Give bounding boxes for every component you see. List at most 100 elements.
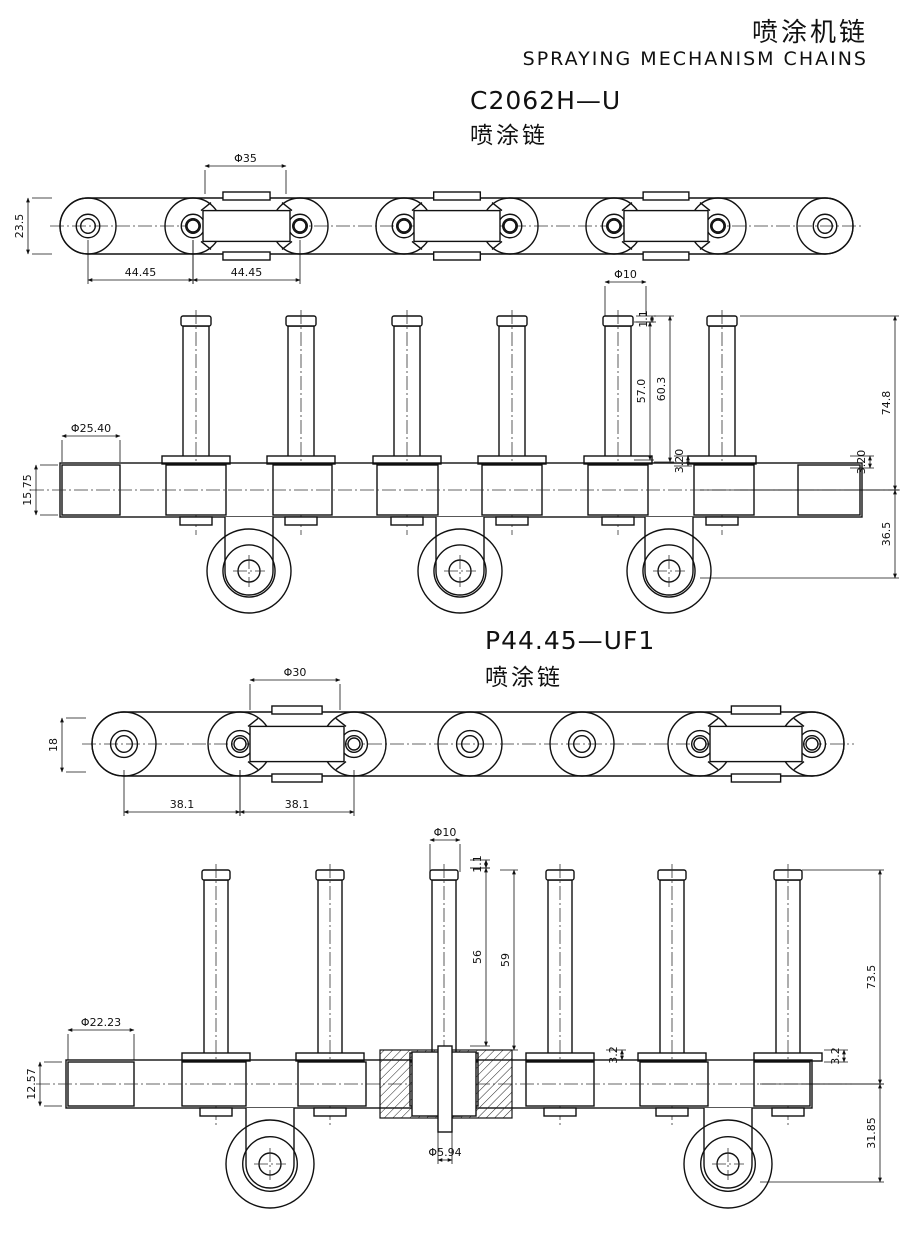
- pin-end: [690, 734, 710, 754]
- pin-end: [710, 218, 726, 234]
- pin-shaft: [708, 325, 736, 458]
- pin-end: [344, 734, 364, 754]
- model-2-code: P44.45—UF1: [485, 626, 656, 655]
- section-pin: [437, 1045, 453, 1133]
- m2-roller-dia-label: Φ30: [284, 666, 307, 679]
- m2-pin-len-a-label: 56: [471, 950, 484, 964]
- m1-bottom-depth-label: 36.5: [880, 522, 893, 547]
- m2-offset-a-label: 3.2: [607, 1046, 620, 1064]
- m1-offset-b-label: 3.20: [855, 450, 868, 475]
- roller-chamfer: [707, 717, 805, 771]
- roller-body: [413, 209, 501, 243]
- model-1-side-view: [30, 310, 900, 614]
- m1-pin-dia-label: Φ10: [614, 268, 637, 281]
- m2-link-width-label: 12.57: [25, 1068, 38, 1100]
- m2-pin-len-b-label: 59: [499, 953, 512, 967]
- pin-hole: [812, 213, 838, 239]
- wheel: [626, 528, 712, 614]
- cotter-pin: [186, 219, 200, 233]
- m2-bush-dia-label: Φ22.23: [81, 1016, 121, 1029]
- bottom-clip: [495, 516, 529, 526]
- m1-offset-a-label: 3.20: [673, 449, 686, 474]
- m1-pin-len-b-label: 60.3: [655, 377, 668, 402]
- m1-bush-dia-label: Φ25.40: [71, 422, 111, 435]
- bottom-clip: [601, 516, 635, 526]
- pin-end: [502, 218, 518, 234]
- m1-pin-len-a-label: 57.0: [635, 379, 648, 404]
- roller-flange-bottom: [730, 773, 782, 783]
- roller-flange-bottom: [432, 251, 482, 261]
- model-1-name: 喷涂链: [470, 123, 548, 149]
- m2-small-dia-label: Φ5.94: [428, 1146, 461, 1159]
- m2-plate-height-label: 18: [47, 738, 60, 752]
- roller-flange-bottom: [222, 251, 271, 261]
- roller-flange-top: [432, 191, 482, 201]
- bottom-clip: [543, 1107, 577, 1117]
- model-1-code: C2062H—U: [470, 86, 622, 115]
- pin-end: [396, 218, 412, 234]
- wheel: [225, 1119, 315, 1209]
- pin-end: [80, 218, 96, 234]
- pin-hole: [75, 213, 101, 239]
- wheel-hub-ring: [642, 544, 696, 598]
- cotter-pin: [233, 737, 247, 751]
- link-lobe: [91, 711, 157, 777]
- pin-end: [817, 218, 833, 234]
- pin-end: [802, 734, 822, 754]
- cotter-pin: [711, 219, 725, 233]
- pin-end: [185, 218, 201, 234]
- roller-flange-top: [642, 191, 690, 201]
- model-2-top-view: [82, 705, 854, 783]
- pin-hole: [455, 729, 485, 759]
- wheel-bracket: [245, 1108, 295, 1189]
- bottom-clip: [771, 1107, 805, 1117]
- m1-total-height-label: 74.8: [880, 391, 893, 416]
- model-2-side-view: [36, 864, 852, 1209]
- page-title-cn: 喷涂机链: [751, 18, 868, 48]
- m2-pin-dia-label: Φ10: [434, 826, 457, 839]
- wheel-hub-ring: [433, 544, 487, 598]
- pin-end: [114, 734, 134, 754]
- pin-end: [606, 218, 622, 234]
- m1-pitch-b-label: 44.45: [231, 266, 263, 279]
- bottom-clip: [390, 516, 424, 526]
- pin-hole: [567, 729, 597, 759]
- pin-end: [572, 734, 592, 754]
- bottom-clip: [705, 516, 739, 526]
- link-lobe: [796, 197, 854, 255]
- model-2-name: 喷涂链: [485, 665, 563, 691]
- roller-chamfer: [200, 202, 293, 250]
- cotter-pin: [503, 219, 517, 233]
- m2-pitch-a-label: 38.1: [170, 798, 195, 811]
- page-title-en: SPRAYING MECHANISM CHAINS: [522, 48, 868, 70]
- m2-total-height-label: 73.5: [865, 965, 878, 990]
- wheel-hub-ring: [700, 1136, 756, 1192]
- cotter-pin: [607, 219, 621, 233]
- roller-flange-top: [271, 705, 323, 715]
- roller-chamfer: [621, 202, 711, 250]
- m1-link-width-label: 15.75: [21, 474, 34, 506]
- bottom-clip: [313, 1107, 347, 1117]
- cotter-pin: [693, 737, 707, 751]
- cotter-pin: [293, 219, 307, 233]
- cotter-pin: [397, 219, 411, 233]
- cotter-pin: [805, 737, 819, 751]
- m1-pitch-a-label: 44.45: [125, 266, 157, 279]
- roller-chamfer: [247, 717, 347, 771]
- m2-pitch-b-label: 38.1: [285, 798, 310, 811]
- roller-body: [709, 725, 803, 763]
- roller-flange-bottom: [642, 251, 690, 261]
- m1-pin-tip-label: 1.1: [637, 310, 650, 328]
- pin-shaft: [182, 325, 210, 458]
- roller-flange-bottom: [271, 773, 323, 783]
- bottom-clip: [284, 516, 318, 526]
- wheel: [206, 528, 292, 614]
- wheel-hub-ring: [222, 544, 276, 598]
- bottom-clip: [179, 516, 213, 526]
- m2-bottom-depth-label: 31.85: [865, 1117, 878, 1149]
- bottom-clip: [199, 1107, 233, 1117]
- link-lobe: [437, 711, 503, 777]
- pin-hole: [109, 729, 139, 759]
- m2-offset-b-label: 3.2: [829, 1047, 842, 1065]
